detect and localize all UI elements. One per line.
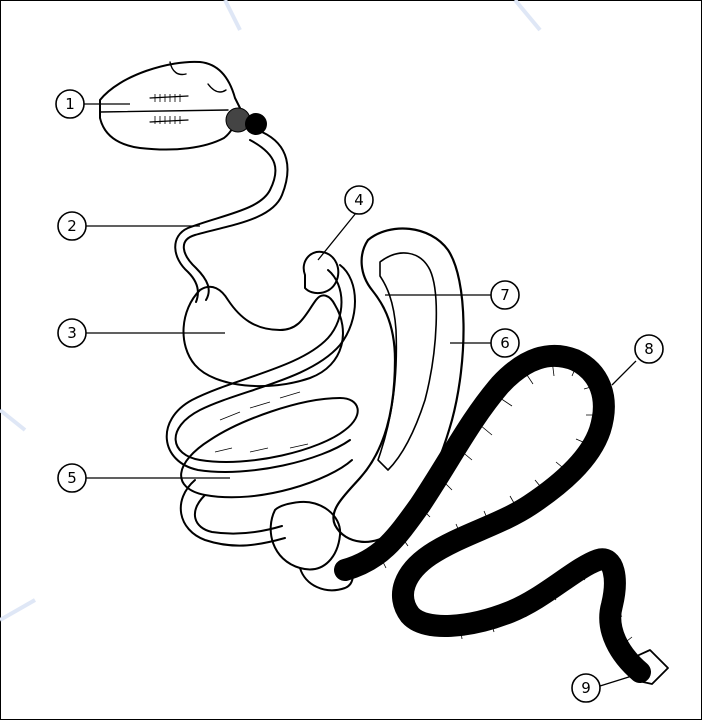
- leader-4: [318, 213, 356, 260]
- callout-2-label: 2: [67, 217, 77, 235]
- callout-3-label: 3: [67, 324, 77, 342]
- callout-1-label: 1: [65, 95, 75, 113]
- callout-4-label: 4: [354, 191, 364, 209]
- callout-7-label: 7: [500, 286, 510, 304]
- callout-8-label: 8: [644, 340, 654, 358]
- colon: [345, 356, 668, 684]
- skull-mouth: [100, 62, 267, 150]
- callout-3: 3: [58, 319, 86, 347]
- callout-2: 2: [58, 212, 86, 240]
- callout-8: 8: [635, 335, 663, 363]
- esophagus: [175, 132, 287, 302]
- small-intestine: [167, 265, 358, 546]
- callout-9-label: 9: [581, 679, 591, 697]
- duodenum-bulb: [304, 252, 339, 293]
- callout-4: 4: [345, 186, 373, 214]
- leader-8: [612, 361, 636, 385]
- callout-1: 1: [56, 90, 84, 118]
- callout-6-label: 6: [500, 334, 510, 352]
- callout-5-label: 5: [67, 469, 77, 487]
- callout-6: 6: [491, 329, 519, 357]
- callout-9: 9: [572, 674, 600, 702]
- callout-7: 7: [491, 281, 519, 309]
- stomach: [184, 287, 343, 386]
- callout-5: 5: [58, 464, 86, 492]
- cecum: [333, 229, 463, 542]
- leader-9: [600, 676, 632, 686]
